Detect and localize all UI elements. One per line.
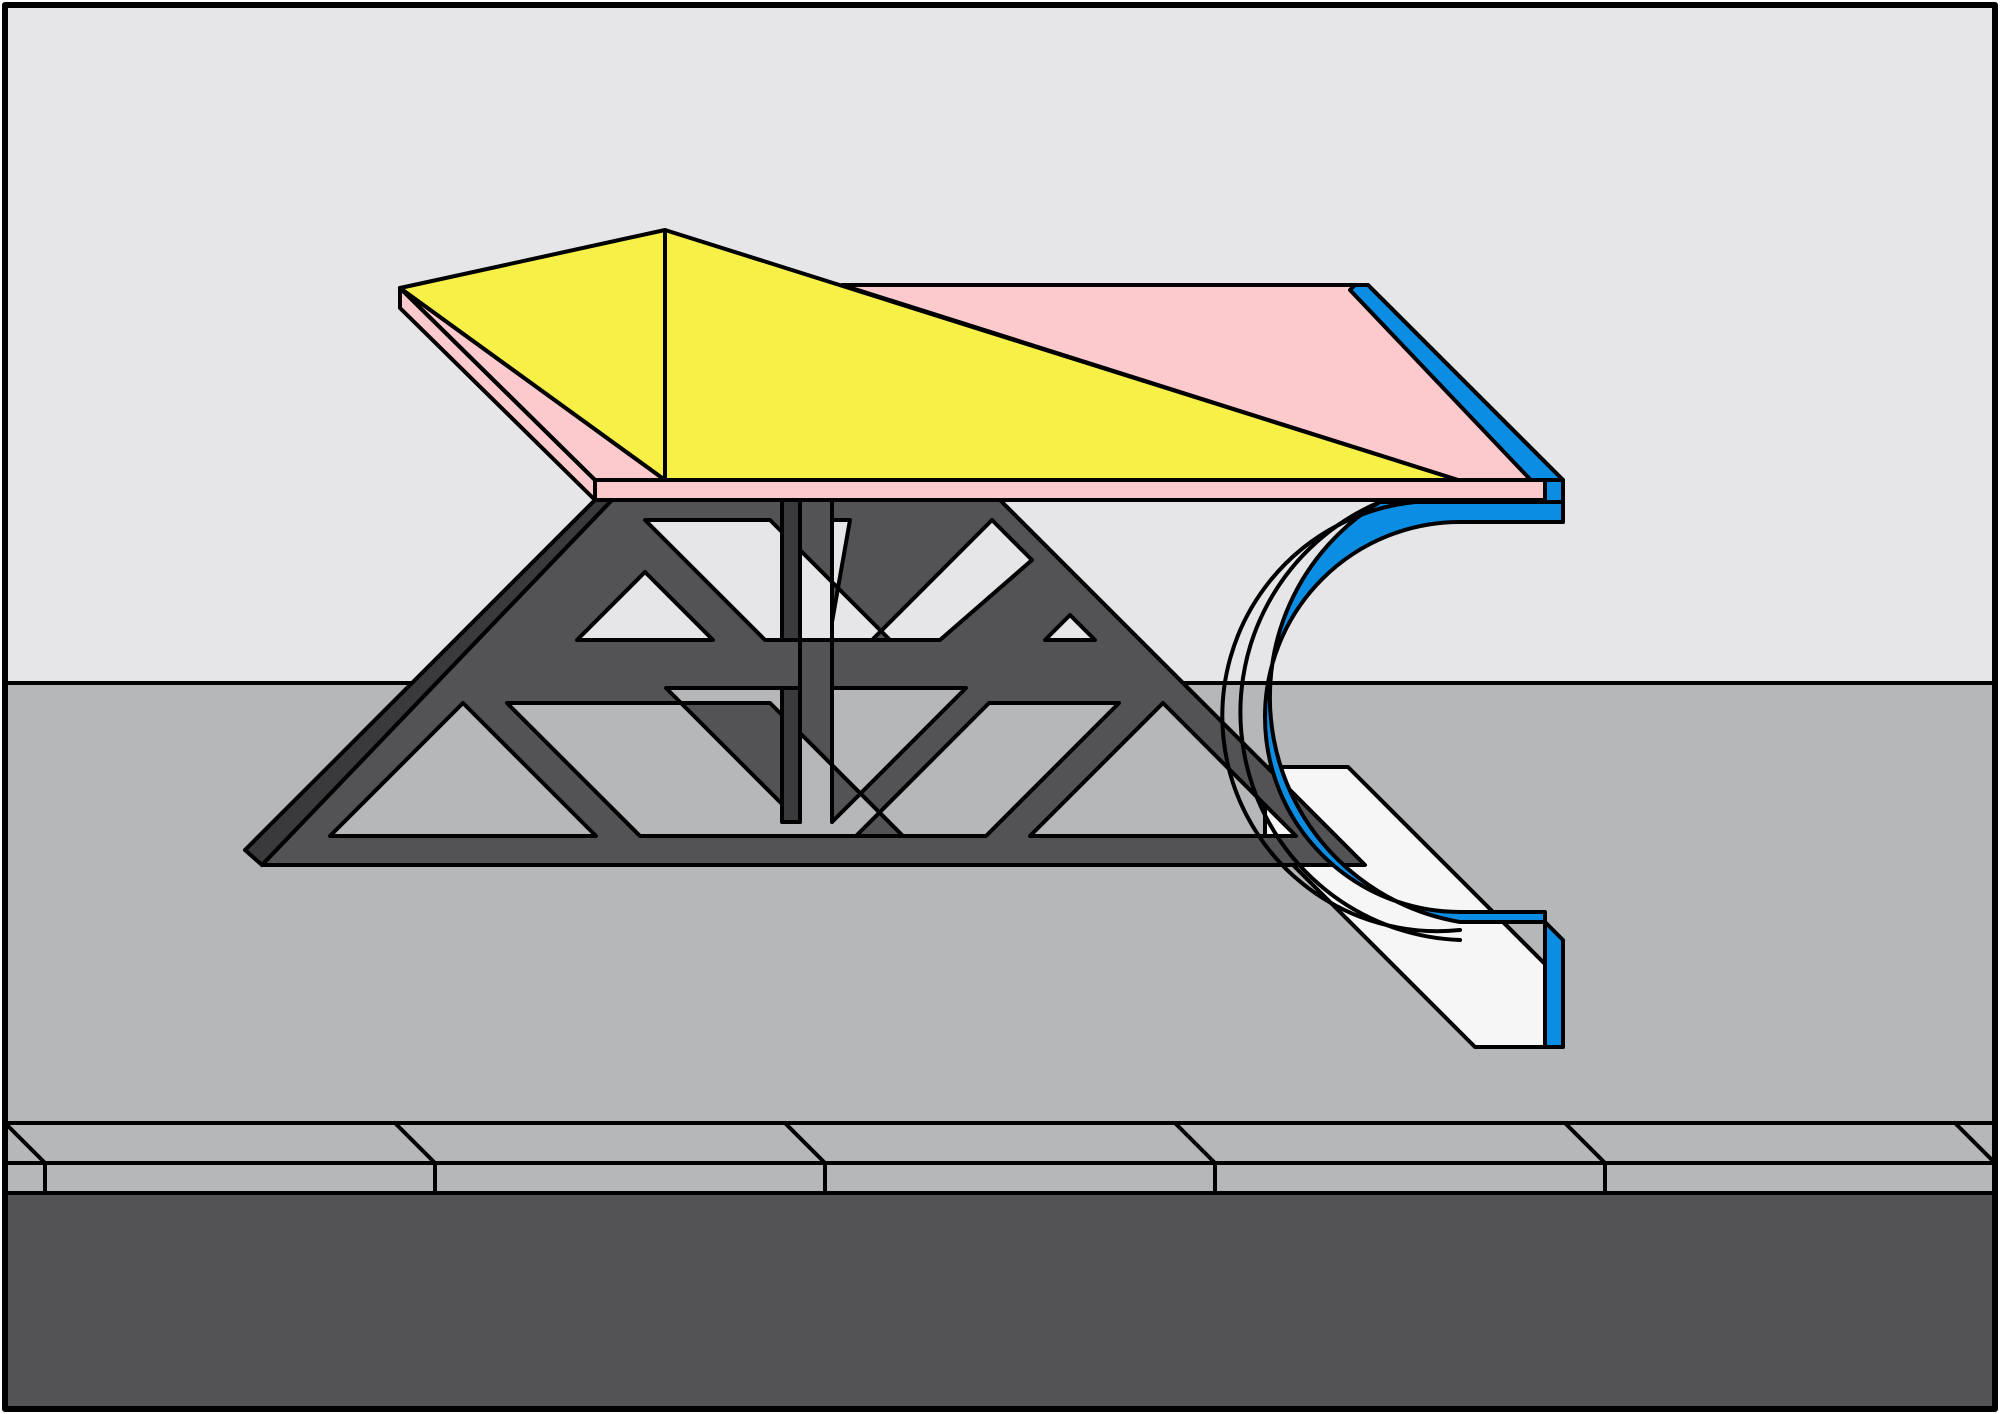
curb-band — [3, 1121, 1997, 1195]
ground-band — [3, 681, 1997, 1125]
road-band — [3, 1191, 1997, 1411]
curb-lines — [3, 1121, 1997, 1195]
curved-slide — [1220, 500, 1565, 1049]
canopy-roof — [398, 228, 1565, 524]
